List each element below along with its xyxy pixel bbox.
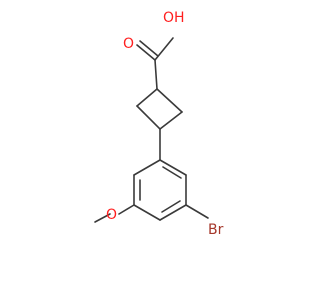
bond-cooh-to-ring	[154, 59, 158, 90]
bromine-label: Br	[208, 222, 224, 238]
carbonyl-oxygen-label: O	[123, 36, 134, 52]
bond-cooh-carbonyl-double-1	[136, 44, 156, 61]
bond-cyclobutane-2	[159, 111, 183, 130]
bond-methoxy-oxygen-to-methyl	[94, 213, 111, 223]
bond-benzene-inner-2	[161, 200, 181, 213]
bond-benzene-inner-1	[162, 166, 182, 179]
bond-benzene-to-methoxy-oxygen	[118, 204, 135, 215]
ether-oxygen-label: O	[106, 207, 117, 223]
bond-cooh-carbonyl-double-2	[139, 40, 159, 57]
hydroxyl-label: OH	[163, 10, 185, 26]
bond-benzene-4	[133, 204, 161, 221]
bond-cyclobutane-3	[136, 105, 161, 130]
bond-cyclobutane-4	[136, 88, 158, 107]
structure-diagram: OH O O Br	[94, 10, 224, 238]
bond-benzene-to-bromine	[185, 204, 209, 219]
bond-benzene-6	[133, 159, 161, 176]
bond-benzene-1	[159, 159, 187, 176]
bond-cyclobutane-1	[156, 88, 183, 113]
bond-benzene-3	[159, 204, 187, 221]
